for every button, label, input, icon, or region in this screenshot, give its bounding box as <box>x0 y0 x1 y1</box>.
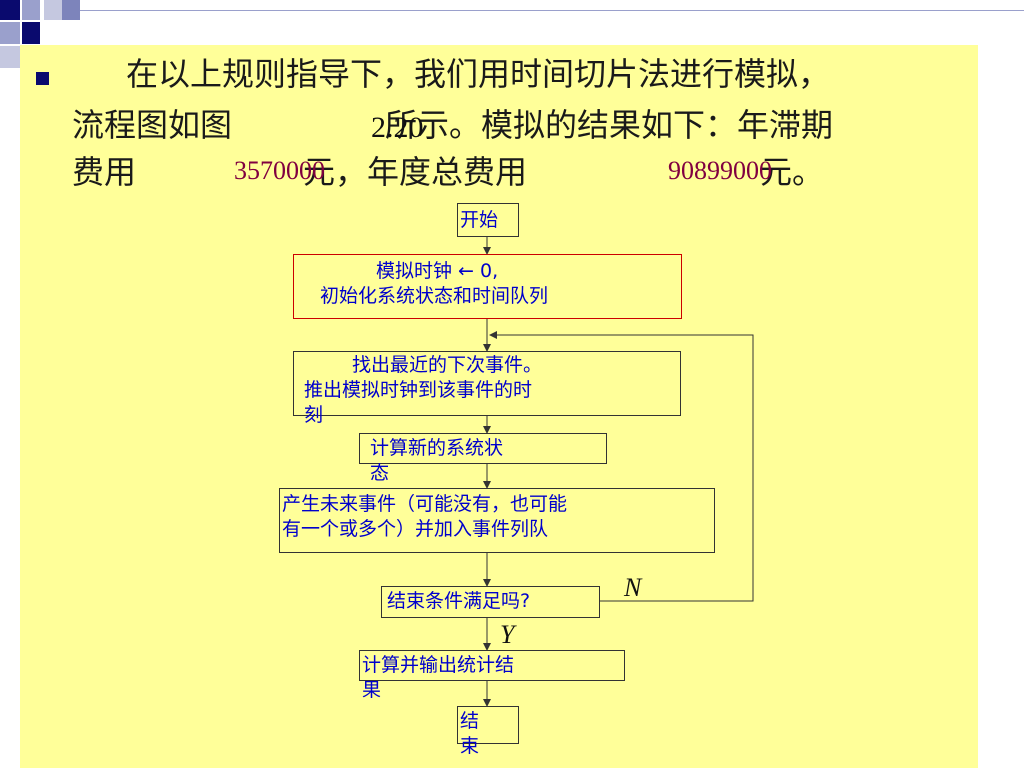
output-stats-node: 计算并输出统计结 果 <box>359 650 625 701</box>
start-node: 开始 <box>457 203 519 237</box>
gen-label-2: 有一个或多个）并加入事件列队 <box>282 518 549 540</box>
corner-square-2 <box>22 0 40 20</box>
compute-label-2: 态 <box>370 462 390 484</box>
connector-loop-back <box>489 331 754 602</box>
check-label: 结束条件满足吗? <box>387 590 531 612</box>
top-rule <box>80 10 1024 11</box>
corner-square-3 <box>44 0 62 20</box>
init-node: 模拟时钟 ← 0, 初始化系统状态和时间队列 <box>293 254 682 319</box>
start-label: 开始 <box>460 209 499 231</box>
end-label-1: 结 <box>460 710 480 732</box>
output-label-1: 计算并输出统计结 <box>362 654 515 676</box>
bullet-square-icon <box>36 72 49 85</box>
corner-square-6 <box>22 22 40 44</box>
paragraph-line-1: 在以上规则指导下，我们用时间切片法进行模拟， <box>126 55 831 93</box>
figure-number: 2.20 <box>371 111 424 144</box>
find-label-3: 刻 <box>304 404 324 426</box>
paragraph-line-3b: 元，年度总费用 <box>303 153 528 191</box>
gen-label-1: 产生未来事件（可能没有，也可能 <box>282 493 568 515</box>
paragraph-line-3a: 费用 <box>72 153 137 191</box>
output-label-2: 果 <box>362 679 382 701</box>
generate-events-node: 产生未来事件（可能没有，也可能 有一个或多个）并加入事件列队 <box>279 488 715 553</box>
compute-state-node: 计算新的系统状 态 <box>359 433 607 484</box>
corner-square-7 <box>0 46 20 68</box>
init-label-2: 初始化系统状态和时间队列 <box>320 285 549 307</box>
corner-square-5 <box>0 22 20 44</box>
paragraph-line-2b: 所示。模拟的结果如下：年滞期 <box>385 106 834 144</box>
label-no: N <box>624 573 642 602</box>
init-label-1: 模拟时钟 ← 0, <box>376 260 499 282</box>
slide-background <box>20 45 978 768</box>
find-label-1: 找出最近的下次事件。 <box>352 354 543 376</box>
end-check-node: 结束条件满足吗? <box>381 586 600 618</box>
find-event-node: 找出最近的下次事件。 推出模拟时钟到该事件的时 刻 <box>293 351 681 426</box>
paragraph-line-2a: 流程图如图 <box>72 106 233 144</box>
end-node: 结 束 <box>457 706 519 757</box>
total-cost-value: 90899000 <box>668 156 772 185</box>
corner-square-4 <box>62 0 80 20</box>
label-yes: Y <box>500 620 515 649</box>
compute-label-1: 计算新的系统状 <box>370 437 504 459</box>
paragraph-line-3c: 元。 <box>760 153 825 191</box>
corner-square-1 <box>0 0 20 20</box>
end-label-2: 束 <box>460 735 480 757</box>
find-label-2: 推出模拟时钟到该事件的时 <box>304 379 533 401</box>
demurrage-cost-value: 3570000 <box>234 156 325 185</box>
